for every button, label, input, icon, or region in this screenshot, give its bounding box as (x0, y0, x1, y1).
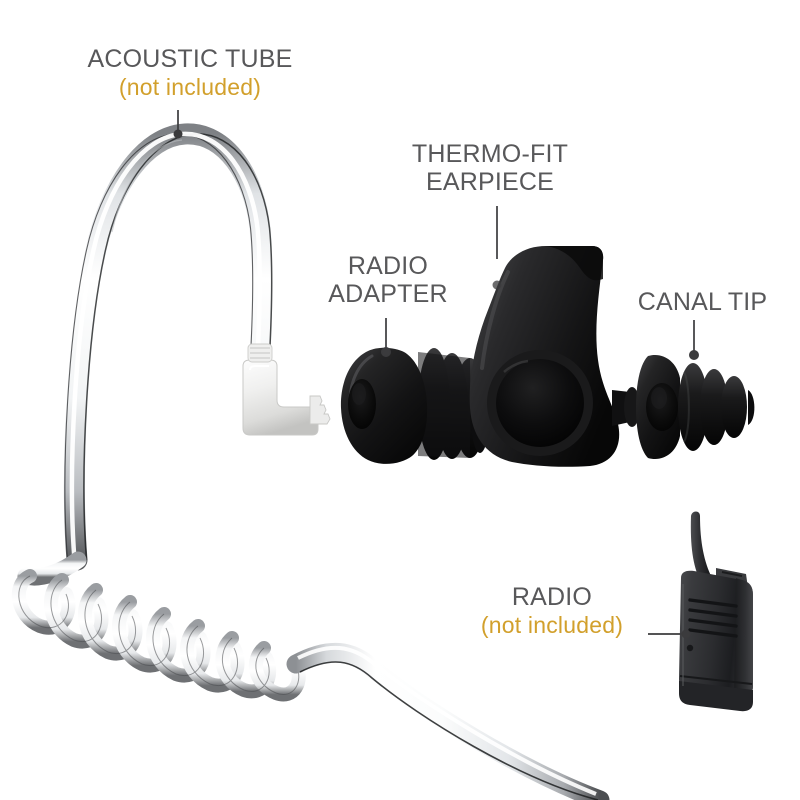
earpiece-recess-highlight (503, 359, 529, 373)
canal-tip-highlight (683, 371, 690, 443)
tube-coil (11, 551, 306, 702)
tube-tail (286, 642, 610, 800)
label-acoustic-tube: ACOUSTIC TUBE (not included) (40, 45, 340, 101)
leader-lines (173, 110, 699, 639)
leader-dot-canal-tip (689, 350, 699, 360)
leader-dot-radio (681, 629, 691, 639)
tube-main-bend (64, 123, 273, 571)
radio-indicator (686, 644, 694, 652)
adapter-head (340, 347, 428, 464)
canal-tip-end (748, 390, 755, 425)
radio-speaker-grille (688, 598, 738, 638)
canal-tip-part (636, 354, 755, 460)
elbow-body (242, 359, 319, 436)
earpiece-highlight (480, 270, 510, 370)
radio-antenna (690, 511, 712, 580)
label-radio-note: (not included) (480, 612, 624, 638)
label-thermo-fit-earpiece: THERMO-FIT EARPIECE (360, 140, 620, 196)
acoustic-tube-part (11, 123, 610, 800)
leader-dot-radio-adapter (381, 347, 391, 357)
earpiece-notch (546, 246, 604, 281)
elbow-barb (309, 395, 331, 425)
radio-base (679, 681, 753, 712)
earpiece-recess (496, 359, 584, 447)
label-thermo-fit-line1: THERMO-FIT (411, 140, 569, 168)
radio-side-panel (734, 578, 753, 698)
canal-tip-flange (721, 376, 747, 438)
label-radio-adapter-line2: ADAPTER (328, 280, 448, 308)
label-acoustic-tube-note: (not included) (118, 74, 262, 100)
leader-dot-thermo-fit (492, 280, 502, 290)
elbow-highlight (249, 365, 269, 371)
tube-elbow-connector (242, 343, 331, 436)
leader-dot-acoustic-tube (173, 129, 183, 139)
tube-highlight (69, 131, 263, 561)
label-radio-adapter-line1: RADIO (347, 252, 429, 280)
label-canal-tip-line1: CANAL TIP (637, 288, 768, 316)
tube-inner-line (111, 139, 183, 233)
label-radio-adapter: RADIO ADAPTER (288, 252, 488, 308)
canal-tip-flange (700, 369, 728, 445)
elbow-stem-ribs (250, 347, 270, 359)
thermo-fit-earpiece-part (469, 246, 640, 467)
tube-tail-edge (299, 661, 599, 800)
radio-part (679, 511, 753, 712)
label-radio-line1: RADIO (511, 583, 593, 611)
radio-battery-seam (679, 675, 753, 685)
label-radio: RADIO (not included) (452, 583, 652, 639)
radio-adapter-part (340, 347, 490, 464)
label-canal-tip: CANAL TIP (610, 288, 795, 316)
label-acoustic-tube-line1: ACOUSTIC TUBE (87, 45, 293, 73)
label-thermo-fit-line2: EARPIECE (425, 168, 555, 196)
canal-tip-flange (678, 363, 708, 451)
tube-edge-left (64, 133, 254, 561)
tube-tail-highlight (297, 645, 597, 796)
earpiece-stub-collar (624, 387, 640, 427)
